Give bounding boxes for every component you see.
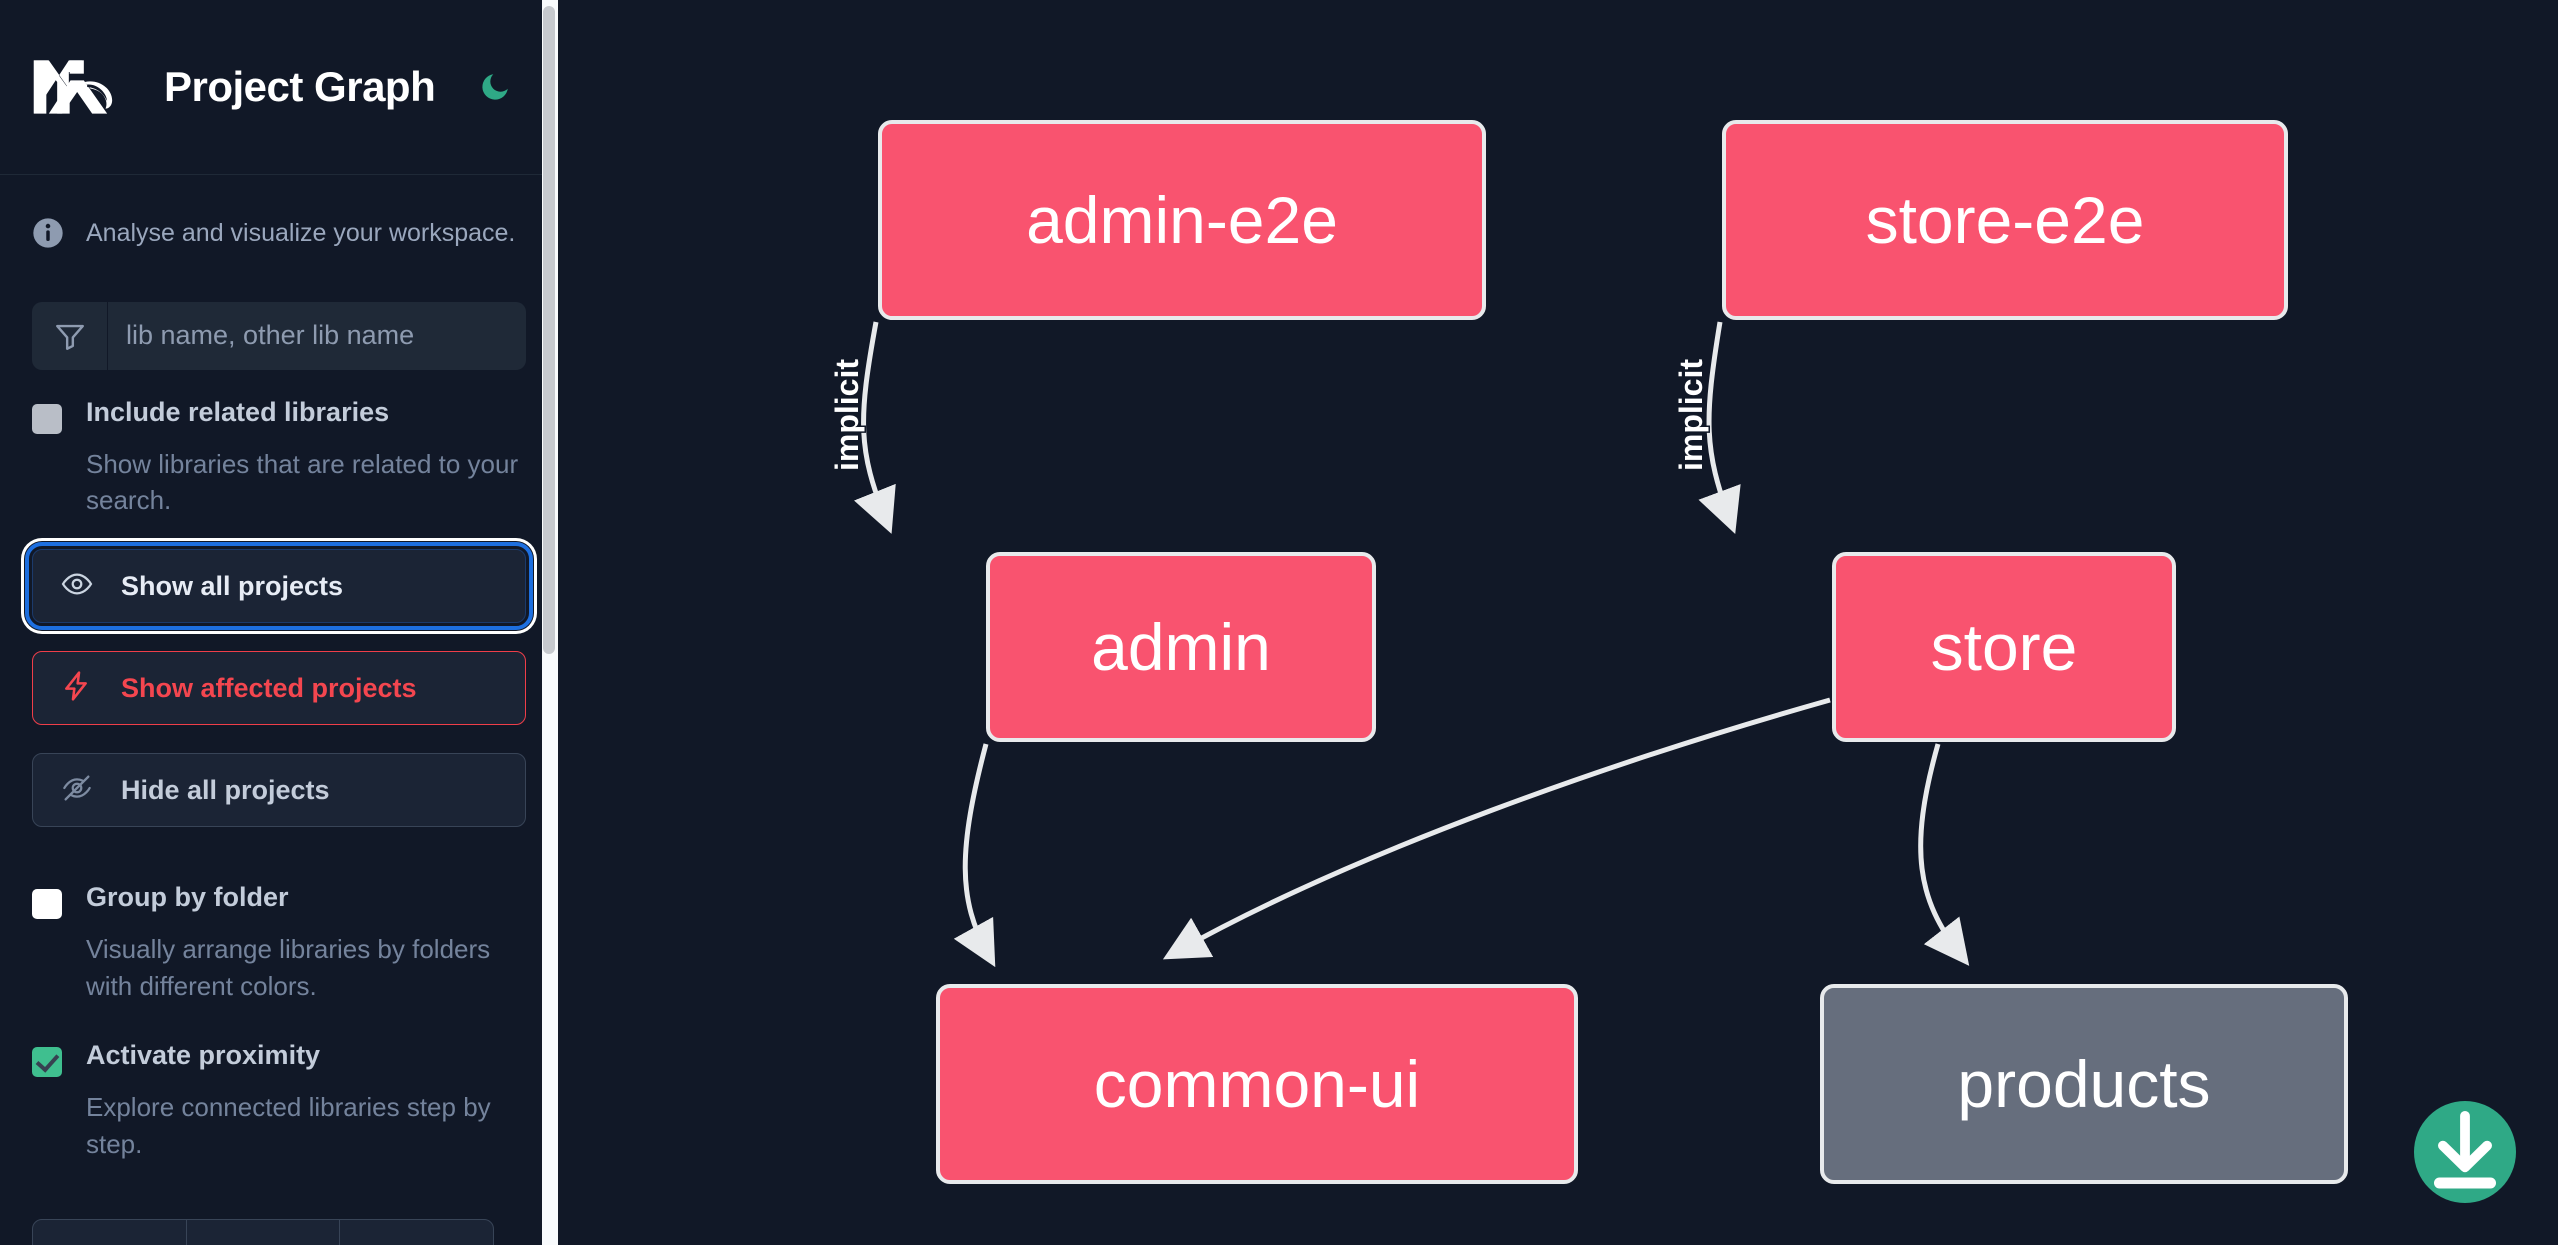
sidebar-header: Project Graph: [0, 0, 558, 175]
edge-admin-e2e-admin: [853, 321, 896, 534]
search-input[interactable]: [108, 301, 526, 370]
proximity-step-button-group[interactable]: [32, 1219, 494, 1245]
edge-label-implicit-admin: implicit: [829, 359, 865, 471]
filter-icon: [32, 301, 108, 370]
edge-label-implicit-store: implicit: [1673, 359, 1709, 471]
graph-node-products[interactable]: products: [1820, 984, 2348, 1184]
edge-store-e2e-store: [1698, 321, 1741, 535]
activate-proximity-description: Explore connected libraries step by step…: [86, 1092, 491, 1160]
proximity-step-button-2[interactable]: [187, 1220, 341, 1245]
graph-edges: implicit implicit: [828, 321, 1970, 968]
info-icon: [32, 217, 64, 249]
hide-all-projects-button[interactable]: Hide all projects: [32, 753, 526, 828]
show-affected-projects-label: Show affected projects: [121, 672, 417, 703]
graph-canvas[interactable]: implicit implicit admin-e2e store-e2e ad…: [558, 0, 2558, 1245]
search-bar[interactable]: [32, 301, 526, 370]
sidebar: Project Graph Analyse and visualize your…: [0, 0, 558, 1245]
moon-icon[interactable]: [473, 65, 517, 109]
projects-button-stack: Show all projects Show affected projects: [0, 519, 558, 828]
hide-all-projects-label: Hide all projects: [121, 774, 330, 805]
proximity-step-button-1[interactable]: [33, 1220, 187, 1245]
show-affected-projects-button[interactable]: Show affected projects: [32, 651, 526, 726]
info-row: Analyse and visualize your workspace.: [0, 175, 558, 250]
lightning-bolt-icon: [61, 670, 93, 707]
graph-node-admin-e2e[interactable]: admin-e2e: [878, 120, 1486, 320]
proximity-step-button-3[interactable]: [340, 1220, 493, 1245]
eye-off-icon: [61, 772, 93, 809]
show-all-projects-button[interactable]: Show all projects: [25, 542, 533, 631]
group-by-folder-description: Visually arrange libraries by folders wi…: [86, 934, 491, 1002]
activate-proximity-group: Activate proximity Explore connected lib…: [0, 1005, 558, 1163]
eye-icon: [61, 568, 93, 605]
graph-node-store[interactable]: store: [1832, 552, 2176, 742]
edge-store-common-ui: [1162, 697, 1831, 960]
include-related-libraries-group: Include related libraries Show libraries…: [0, 370, 558, 520]
show-all-projects-label: Show all projects: [121, 570, 344, 601]
include-related-libraries-label: Include related libraries: [86, 396, 390, 427]
activate-proximity-checkbox[interactable]: [32, 1047, 62, 1078]
graph-node-common-ui[interactable]: common-ui: [936, 984, 1578, 1184]
include-related-libraries-description: Show libraries that are related to your …: [86, 448, 519, 516]
group-by-folder-label: Group by folder: [86, 882, 289, 913]
include-related-libraries-checkbox[interactable]: [32, 403, 62, 434]
nx-logo: [32, 57, 124, 117]
group-by-folder-checkbox[interactable]: [32, 889, 62, 920]
group-by-folder-group: Group by folder Visually arrange librari…: [0, 855, 558, 1005]
graph-node-store-e2e[interactable]: store-e2e: [1722, 120, 2288, 320]
activate-proximity-label: Activate proximity: [86, 1040, 321, 1071]
graph-node-admin[interactable]: admin: [986, 552, 1376, 742]
download-button[interactable]: [2414, 1101, 2516, 1203]
sidebar-scrollbar-track[interactable]: [542, 0, 558, 1245]
info-text: Analyse and visualize your workspace.: [86, 219, 516, 247]
page-title: Project Graph: [164, 63, 436, 110]
sidebar-scrollbar-thumb[interactable]: [543, 6, 555, 654]
edge-store-products: [1918, 743, 1970, 966]
edge-admin-common-ui: [953, 743, 996, 968]
